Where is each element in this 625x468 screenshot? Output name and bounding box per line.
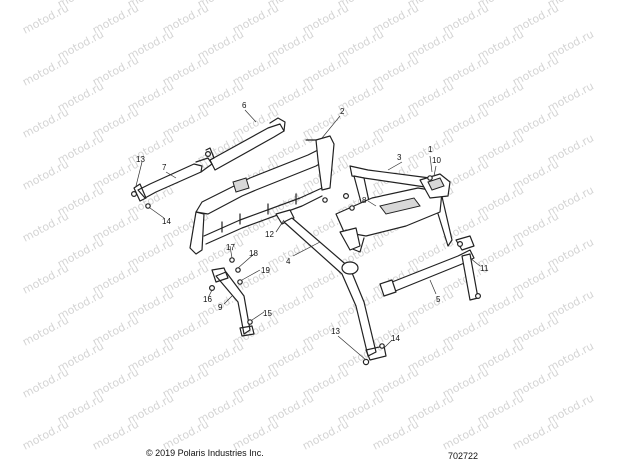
watermark-text: motod.ru bbox=[300, 417, 351, 452]
callout-1: 1 bbox=[428, 145, 433, 154]
part-9-side-bracket bbox=[211, 267, 255, 337]
callout-14-upper: 14 bbox=[162, 217, 171, 226]
callout-17: 17 bbox=[226, 243, 235, 252]
callout-5: 5 bbox=[436, 295, 441, 304]
copyright-text: © 2019 Polaris Industries Inc. bbox=[146, 448, 264, 458]
callout-15: 15 bbox=[263, 309, 272, 318]
callout-4: 4 bbox=[286, 257, 291, 266]
part-7-brace bbox=[133, 157, 213, 202]
watermark-text: motod.ru bbox=[20, 1, 71, 36]
callout-16: 16 bbox=[203, 295, 212, 304]
hardware-group bbox=[131, 151, 482, 366]
callout-18: 18 bbox=[249, 249, 258, 258]
callout-labels: 1 2 3 4 5 6 7 8 9 10 11 12 13 13 14 14 1… bbox=[136, 101, 489, 343]
callout-14-lower: 14 bbox=[391, 334, 400, 343]
watermark-text: motod.ru bbox=[440, 417, 491, 452]
callout-13-lower: 13 bbox=[331, 327, 340, 336]
watermark-layer: motod.ru motod.ru motod.ru motod.ru motod.ru… bbox=[20, 0, 596, 453]
part-5-cross-tube bbox=[379, 235, 479, 301]
watermark-text: motod.ru bbox=[20, 365, 71, 400]
callout-13-upper: 13 bbox=[136, 155, 145, 164]
part-8-plate bbox=[335, 187, 443, 253]
callout-10: 10 bbox=[432, 156, 441, 165]
watermark-text: motod.ru bbox=[20, 313, 71, 348]
part-2-rear-frame bbox=[189, 135, 335, 255]
watermark-text: motod.ru bbox=[20, 53, 71, 88]
watermark-text: motod.ru bbox=[20, 105, 71, 140]
watermark-text: motod.ru bbox=[20, 417, 71, 452]
part-12-bracket bbox=[275, 209, 295, 225]
part-4-support bbox=[283, 217, 387, 361]
watermark-text: motod.ru bbox=[20, 261, 71, 296]
watermark-text: motod.ru bbox=[20, 157, 71, 192]
watermark-text: motod.ru bbox=[20, 209, 71, 244]
watermark-text: motod.ru bbox=[370, 417, 421, 452]
callout-6: 6 bbox=[242, 101, 247, 110]
callout-8: 8 bbox=[362, 196, 367, 205]
callout-11: 11 bbox=[480, 264, 489, 273]
callout-9: 9 bbox=[218, 303, 223, 312]
part-1-corner-plate bbox=[419, 173, 451, 199]
leader-lines bbox=[135, 109, 481, 361]
part-6-brace bbox=[205, 117, 286, 171]
callout-2: 2 bbox=[340, 107, 345, 116]
callout-3: 3 bbox=[397, 153, 402, 162]
watermark-text: motod.ru bbox=[510, 417, 561, 452]
diagram-number: 702722 bbox=[448, 451, 478, 461]
callout-12: 12 bbox=[265, 230, 274, 239]
callout-7: 7 bbox=[162, 163, 167, 172]
callout-19: 19 bbox=[261, 266, 270, 275]
watermark-text: motod.ru bbox=[90, 417, 141, 452]
